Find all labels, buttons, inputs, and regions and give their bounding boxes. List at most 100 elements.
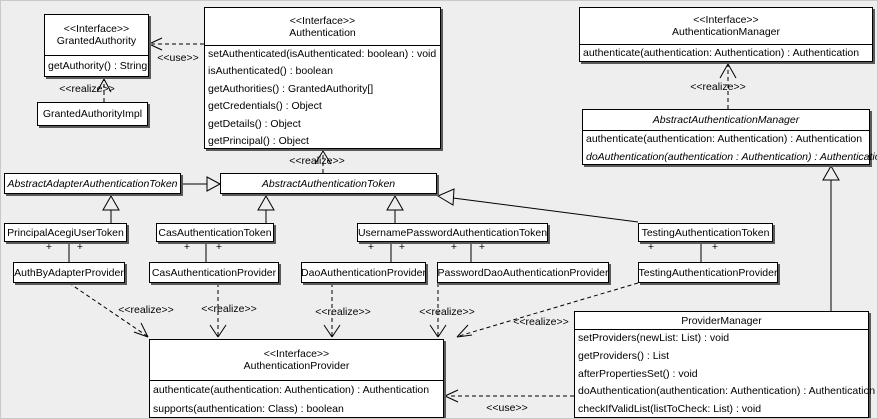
class-principal-acegi-user-token: PrincipalAcegiUserToken (4, 223, 127, 242)
method: doAuthentication(authentication: Authent… (578, 385, 876, 398)
class-granted-authority: <<Interface>> GrantedAuthority getAuthor… (44, 14, 149, 77)
class-abstract-authentication-manager: AbstractAuthenticationManager authentica… (582, 109, 877, 166)
class-provider-manager: ProviderManager setProviders(newList: Li… (574, 311, 876, 418)
method: afterPropertiesSet() : void (578, 367, 698, 380)
class-authentication: <<Interface>> Authentication setAuthenti… (204, 7, 441, 149)
class-auth-by-adapter-provider: AuthByAdapterProvider (13, 262, 125, 283)
method: authenticate(authentication: Authenticat… (153, 384, 430, 396)
assoc-plus-mark: + (45, 241, 53, 253)
methods-compartment: setProviders(newList: List) : void getPr… (575, 329, 876, 418)
class-name: PasswordDaoAuthenticationProvider (437, 266, 609, 279)
method: getDetails() : Object (208, 117, 301, 130)
class-abstract-authentication-token: AbstractAuthenticationToken (220, 173, 437, 194)
method: isAuthenticated() : boolean (208, 65, 333, 78)
edge-gen-cas-token (257, 194, 275, 223)
class-name: CasAuthenticationProvider (151, 266, 277, 279)
class-authentication-provider: <<Interface>> AuthenticationProvider aut… (149, 339, 444, 418)
class-name: UsernamePasswordAuthenticationToken (357, 226, 548, 239)
class-dao-authentication-provider: DaoAuthenticationProvider (301, 262, 426, 283)
edge-realize-casprovider (209, 283, 227, 338)
class-authentication-manager: <<Interface>> AuthenticationManager auth… (579, 7, 873, 62)
method: setAuthenticated(isAuthenticated: boolea… (208, 48, 437, 60)
methods-compartment: authenticate(authentication: Authenticat… (580, 44, 872, 62)
class-name: Authentication (289, 26, 356, 39)
class-testing-authentication-provider: TestingAuthenticationProvider (638, 262, 778, 283)
assoc-plus-mark: + (647, 241, 655, 253)
class-name: PrincipalAcegiUserToken (7, 226, 124, 239)
class-granted-authority-impl: GrantedAuthorityImpl (37, 102, 148, 126)
class-title: <<Interface>> AuthenticationProvider (150, 340, 443, 380)
method: authenticate(authentication: Authenticat… (583, 47, 860, 59)
class-testing-authentication-token: TestingAuthenticationToken (638, 223, 773, 242)
class-name: AuthenticationProvider (243, 360, 350, 372)
edge-realize-authbyadapterprovider (68, 282, 149, 338)
method: getCredentials() : Object (208, 100, 322, 113)
methods-compartment: authenticate(authentication: Authenticat… (150, 380, 443, 418)
class-title: <<Interface>> AuthenticationManager (580, 8, 872, 44)
stereotype-label: <<Interface>> (289, 14, 356, 27)
methods-compartment: getAuthority() : String (45, 55, 148, 77)
assoc-plus-mark: + (367, 241, 375, 253)
class-name: AuthenticationManager (672, 26, 780, 38)
edge-realize-abstractauthenticationtoken (314, 150, 332, 173)
realize-label-grantedauthority: <<realize>> (59, 83, 115, 95)
method: getProviders() : List (578, 349, 670, 362)
assoc-plus-mark: + (183, 241, 191, 253)
method: getAuthorities() : GrantedAuthority[] (208, 82, 374, 95)
realize-label-cas: <<realize>> (201, 303, 257, 315)
class-username-password-authentication-token: UsernamePasswordAuthenticationToken (357, 223, 548, 242)
edge-use-authentication-grantedauthority (148, 37, 204, 51)
class-abstract-adapter-authentication-token: AbstractAdapterAuthenticationToken (4, 173, 181, 194)
assoc-plus-mark: + (398, 241, 406, 253)
method: supports(authentication: Class) : boolea… (153, 403, 344, 415)
edge-realize-passworddaoprovider (429, 283, 447, 338)
class-title: ProviderManager (575, 312, 868, 329)
realize-label-testing: <<realize>> (513, 316, 569, 328)
methods-compartment: authenticate(authentication: Authenticat… (583, 130, 877, 166)
class-name: GrantedAuthority (56, 35, 137, 47)
edge-gen-testing-token (436, 188, 639, 223)
edge-gen-providermanager (822, 164, 840, 311)
edge-realize-daoprovider (323, 283, 341, 338)
class-cas-authentication-provider: CasAuthenticationProvider (149, 262, 279, 283)
assoc-plus-mark: + (478, 241, 486, 253)
edge-use-providermanager-authenticationprovider (444, 389, 574, 403)
assoc-plus-mark: + (711, 241, 719, 253)
realize-label-authenticationmanager: <<realize>> (690, 81, 746, 93)
class-password-dao-authentication-provider: PasswordDaoAuthenticationProvider (437, 262, 609, 283)
stereotype-label: <<Interface>> (263, 348, 330, 360)
class-name: CasAuthenticationToken (158, 226, 272, 239)
edge-realize-testingprovider (456, 282, 639, 338)
class-name: AbstractAuthenticationToken (261, 177, 396, 190)
realize-label-passworddao: <<realize>> (419, 306, 475, 318)
assoc-plus-mark: + (450, 241, 458, 253)
class-title: <<Interface>> Authentication (205, 8, 440, 45)
stereotype-label: <<Interface>> (693, 14, 759, 26)
use-label-top: <<use>> (157, 52, 199, 64)
method: getAuthority() : String (48, 60, 148, 72)
edge-gen-principal-token (102, 194, 120, 223)
method: authenticate(authentication: Authenticat… (586, 133, 863, 145)
class-name: AbstractAuthenticationManager (652, 114, 800, 126)
method: setProviders(newList: List) : void (578, 332, 730, 344)
methods-compartment: setAuthenticated(isAuthenticated: boolea… (205, 45, 440, 150)
method: checkIfValidList(listToCheck: List) : vo… (578, 403, 762, 416)
edge-realize-abstractauthenticationmanager (719, 63, 737, 109)
realize-label-dao: <<realize>> (315, 306, 371, 318)
edge-gen-adapter-token (181, 176, 222, 192)
assoc-plus-mark: + (215, 241, 223, 253)
edge-realize-grantedauthorityimpl (96, 78, 112, 102)
edge-gen-usernamepassword-token (386, 194, 404, 223)
realize-label-authentication: <<realize>> (289, 155, 345, 167)
class-title: <<Interface>> GrantedAuthority (45, 15, 148, 55)
class-name: GrantedAuthorityImpl (42, 108, 143, 120)
class-title: AbstractAuthenticationManager (583, 110, 869, 130)
class-name: DaoAuthenticationProvider (301, 266, 426, 279)
use-label-bottom: <<use>> (486, 402, 528, 414)
assoc-plus-mark: + (76, 241, 84, 253)
class-name: AbstractAdapterAuthenticationToken (7, 177, 178, 190)
class-name: AuthByAdapterProvider (14, 266, 124, 279)
realize-label-authbyadapter: <<realize>> (118, 304, 174, 316)
